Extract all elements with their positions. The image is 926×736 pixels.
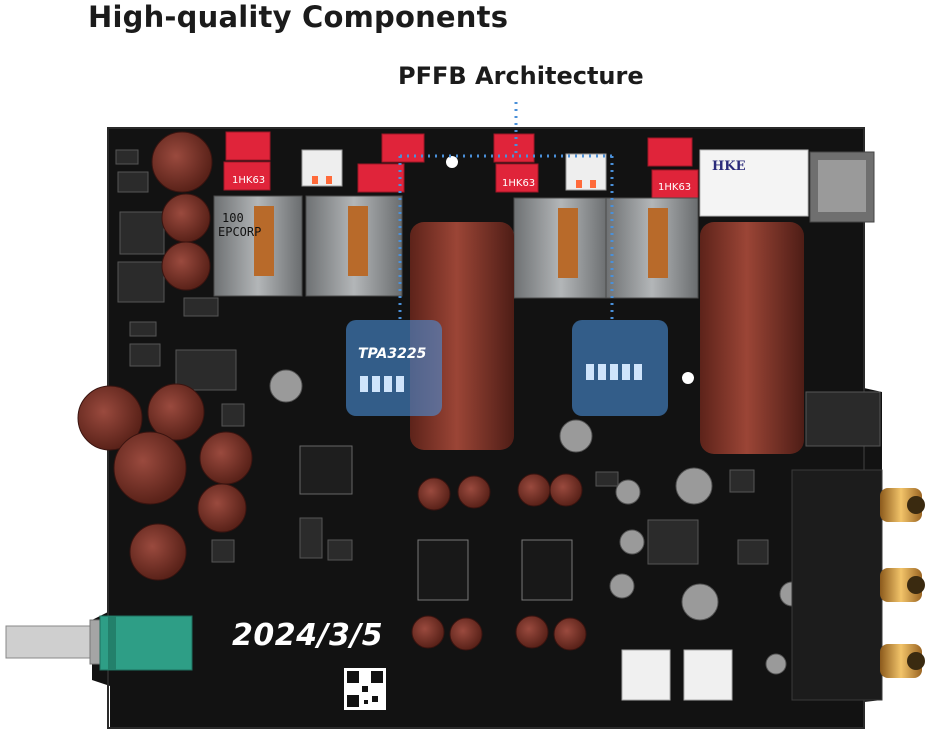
signal-relay-1 <box>621 649 671 701</box>
relay <box>699 149 809 217</box>
film-cap-text-2: 1HK63 <box>502 178 535 189</box>
rca-jacks <box>791 469 925 701</box>
grey-caps <box>269 369 805 675</box>
volume-potentiometer <box>5 615 193 671</box>
film-cap-text-3: 1HK63 <box>658 182 691 193</box>
date-stamp: 2024/3/5 <box>232 618 384 653</box>
relay-text: HKE <box>712 159 746 174</box>
mounting-holes <box>446 156 694 384</box>
highlight-box-right <box>572 320 668 416</box>
dsp-chip <box>299 445 353 495</box>
smd-components <box>115 149 769 565</box>
inductors <box>213 195 699 299</box>
headline: High-quality Components <box>88 0 509 34</box>
chip-label: TPA3225 <box>358 346 427 362</box>
film-cap-text-1: 1HK63 <box>232 175 265 186</box>
inductor-text-1: 100 <box>222 211 244 225</box>
inductor-text-2: EPCORP <box>218 225 261 239</box>
film-capacitors <box>223 131 699 199</box>
highlight-box-left <box>346 320 442 416</box>
opamp-socket-right <box>521 539 573 601</box>
signal-relay-2 <box>683 649 733 701</box>
chip-pins <box>360 364 642 392</box>
headphone-jack <box>805 391 881 447</box>
small-electrolytics <box>77 131 587 651</box>
pffb-callout: PFFB Architecture <box>398 62 644 90</box>
dotted-pointer-line <box>398 102 614 320</box>
white-connectors <box>301 149 607 191</box>
opamp-socket-left <box>417 539 469 601</box>
